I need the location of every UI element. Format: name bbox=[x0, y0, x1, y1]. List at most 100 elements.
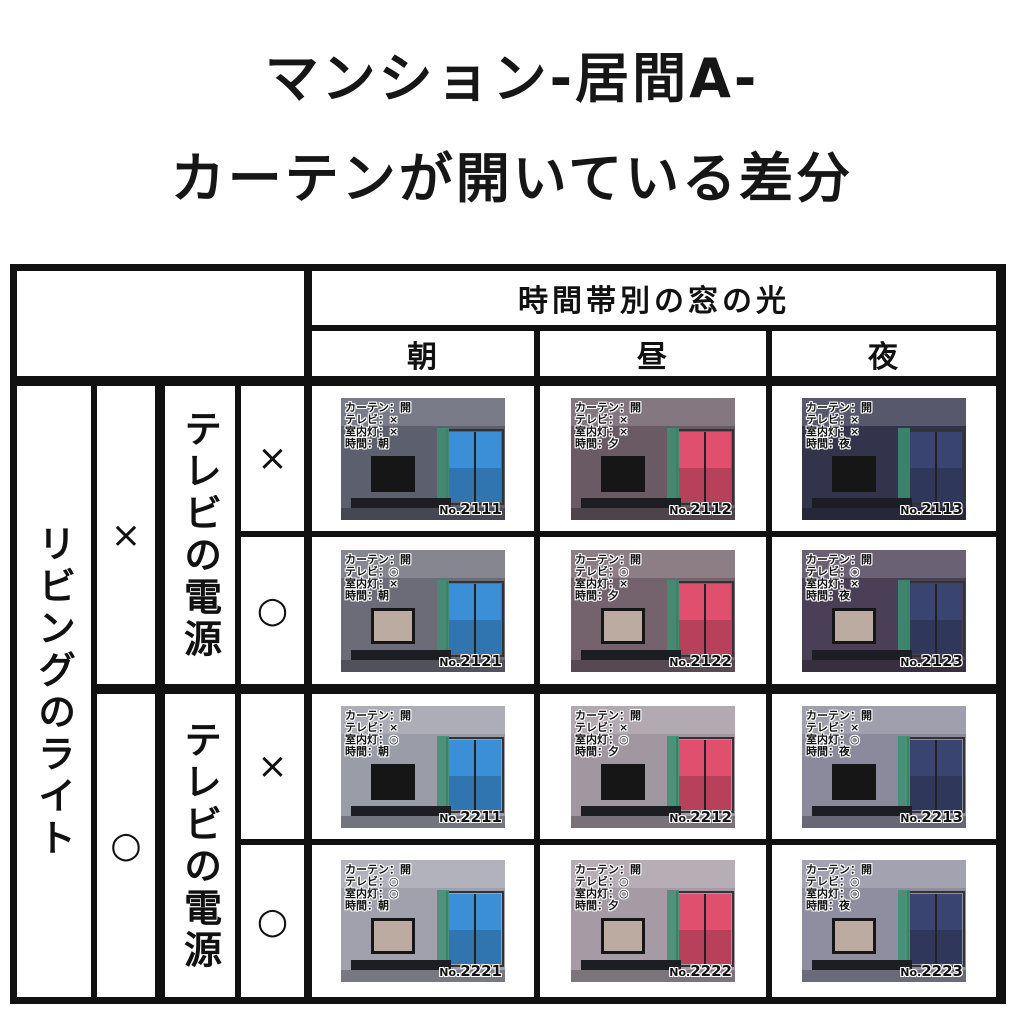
variant-number: No.2123 bbox=[900, 651, 963, 670]
tv-state: テレビ：× bbox=[575, 720, 629, 734]
tv-state: テレビ：○ bbox=[345, 875, 399, 888]
tv-state: テレビ：○ bbox=[345, 564, 399, 578]
variant-number: No.2112 bbox=[669, 499, 732, 518]
room-illustration bbox=[571, 860, 735, 982]
room-thumbnail: カーテン：開テレビ：×室内灯：○時間：夕 No.2212 bbox=[571, 705, 735, 828]
page-subtitle: カーテンが開いている差分 bbox=[170, 147, 854, 210]
variant-number: No.2222 bbox=[669, 962, 732, 980]
page-title: マンション-居間A- bbox=[264, 47, 760, 110]
thumbnail-caption: カーテン：開テレビ：×室内灯：×時間：夕 bbox=[575, 400, 641, 450]
tv-power-label-cell-1: テレビの電源 bbox=[165, 386, 235, 684]
time-state: 時間：朝 bbox=[345, 588, 389, 602]
room-light-state: 室内灯：× bbox=[345, 576, 399, 590]
room-thumbnail: カーテン：開テレビ：○室内灯：×時間：夕 No.2122 bbox=[571, 549, 735, 672]
time-state: 時間：夕 bbox=[575, 436, 619, 450]
room-thumbnail: カーテン：開テレビ：×室内灯：×時間：夕 No.2112 bbox=[571, 397, 735, 520]
room-light-state: 室内灯：× bbox=[806, 576, 860, 590]
thumbnail-caption: カーテン：開テレビ：×室内灯：○時間：夜 bbox=[806, 708, 872, 758]
time-state: 時間：朝 bbox=[345, 744, 389, 758]
variant-number: No.2113 bbox=[900, 499, 963, 518]
thumbnail-caption: カーテン：開テレビ：×室内灯：○時間：朝 bbox=[345, 709, 411, 758]
thumbnail-cell: カーテン：開テレビ：○室内灯：×時間：夜 No.2123 bbox=[772, 537, 996, 684]
room-light-state: 室内灯：○ bbox=[345, 732, 399, 746]
thumbnail-cell: カーテン：開テレビ：○室内灯：○時間：夜 No.2223 bbox=[772, 845, 996, 997]
variant-number: No.2221 bbox=[439, 962, 502, 980]
room-thumbnail: カーテン：開テレビ：○室内灯：○時間：夕 No.2222 bbox=[571, 860, 735, 982]
time-state: 時間：夕 bbox=[575, 588, 619, 602]
time-window-light-header: 時間帯別の窓の光 bbox=[312, 271, 996, 325]
tv-state: テレビ：× bbox=[345, 720, 399, 734]
curtain-state: カーテン：開 bbox=[575, 863, 641, 876]
time-state: 時間：夕 bbox=[575, 899, 619, 912]
tv-state: テレビ：× bbox=[575, 412, 629, 426]
time-state: 時間：夜 bbox=[806, 588, 850, 602]
tv-state-on-2: ○ bbox=[241, 845, 304, 997]
thumbnail-cell: カーテン：開テレビ：○室内灯：○時間：夕 No.2222 bbox=[540, 845, 766, 997]
room-light-state: 室内灯：× bbox=[575, 576, 629, 590]
time-state: 時間：夜 bbox=[806, 899, 850, 912]
variant-number: No.2212 bbox=[669, 807, 732, 826]
thumbnail-caption: カーテン：開テレビ：×室内灯：○時間：夕 bbox=[575, 709, 641, 758]
room-light-state: 室内灯：× bbox=[806, 424, 860, 438]
time-state: 時間：夕 bbox=[575, 744, 619, 758]
time-state: 時間：夜 bbox=[806, 744, 850, 758]
variant-number: No.2223 bbox=[900, 962, 963, 980]
room-light-state: 室内灯：○ bbox=[345, 887, 399, 900]
curtain-state: カーテン：開 bbox=[345, 863, 411, 876]
room-light-state: 室内灯：○ bbox=[806, 887, 860, 900]
thumbnail-cell: カーテン：開テレビ：×室内灯：○時間：夜 No.2213 bbox=[772, 694, 996, 839]
curtain-state: カーテン：開 bbox=[575, 552, 641, 566]
thumbnail-caption: カーテン：開テレビ：×室内灯：×時間：朝 bbox=[345, 400, 411, 450]
room-thumbnail: カーテン：開テレビ：○室内灯：○時間：夜 No.2223 bbox=[802, 860, 966, 982]
room-light-state: 室内灯：○ bbox=[806, 732, 860, 746]
room-illustration bbox=[802, 549, 966, 672]
curtain-state: カーテン：開 bbox=[345, 400, 411, 414]
tv-state: テレビ：○ bbox=[575, 564, 629, 578]
tv-power-label-cell-2: テレビの電源 bbox=[165, 694, 235, 997]
curtain-state: カーテン：開 bbox=[575, 400, 641, 414]
thumbnail-cell: カーテン：開テレビ：○室内灯：×時間：朝 No.2121 bbox=[312, 537, 534, 684]
curtain-state: カーテン：開 bbox=[806, 708, 872, 722]
variant-number: No.2121 bbox=[439, 651, 502, 670]
room-light-state: 室内灯：○ bbox=[575, 887, 629, 900]
thumbnail-caption: カーテン：開テレビ：○室内灯：○時間：夜 bbox=[806, 864, 872, 912]
room-illustration bbox=[571, 397, 735, 520]
variant-table: 時間帯別の窓の光 朝 昼 夜 リビングのライト × ○ テレビの電源 テレビの電… bbox=[10, 264, 1006, 1004]
variant-number: No.2213 bbox=[900, 807, 963, 826]
tv-state: テレビ：○ bbox=[806, 875, 860, 888]
tv-state: テレビ：× bbox=[345, 412, 399, 426]
thumbnail-caption: カーテン：開テレビ：○室内灯：×時間：夕 bbox=[575, 552, 641, 602]
room-thumbnail: カーテン：開テレビ：○室内灯：○時間：朝 No.2221 bbox=[341, 860, 505, 982]
curtain-state: カーテン：開 bbox=[806, 863, 872, 876]
living-light-label-cell: リビングのライト bbox=[17, 386, 91, 997]
header-night: 夜 bbox=[772, 331, 996, 376]
tv-state-off-2: × bbox=[241, 694, 304, 839]
room-illustration bbox=[341, 705, 505, 828]
room-illustration bbox=[571, 705, 735, 828]
room-illustration bbox=[802, 860, 966, 982]
thumbnail-caption: カーテン：開テレビ：○室内灯：○時間：朝 bbox=[345, 864, 411, 912]
tv-power-label: テレビの電源 bbox=[177, 409, 222, 661]
tv-state: テレビ：× bbox=[806, 720, 860, 734]
thumbnail-cell: カーテン：開テレビ：○室内灯：○時間：朝 No.2221 bbox=[312, 845, 534, 997]
thumbnail-caption: カーテン：開テレビ：○室内灯：×時間：夜 bbox=[806, 553, 872, 602]
time-state: 時間：朝 bbox=[345, 436, 389, 450]
room-thumbnail: カーテン：開テレビ：○室内灯：×時間：夜 No.2123 bbox=[802, 549, 966, 672]
light-state-on: ○ bbox=[97, 694, 155, 997]
tv-state-off-1: × bbox=[241, 386, 304, 531]
room-illustration bbox=[571, 549, 735, 672]
header-noon: 昼 bbox=[540, 331, 766, 376]
variant-number: No.2122 bbox=[669, 651, 732, 670]
light-state-off: × bbox=[97, 386, 155, 684]
tv-state: テレビ：○ bbox=[575, 875, 629, 888]
room-illustration bbox=[341, 860, 505, 982]
curtain-state: カーテン：開 bbox=[345, 552, 411, 566]
thumbnail-cell: カーテン：開テレビ：×室内灯：○時間：夕 No.2212 bbox=[540, 694, 766, 839]
living-light-label: リビングのライト bbox=[31, 523, 76, 860]
room-illustration bbox=[802, 397, 966, 520]
